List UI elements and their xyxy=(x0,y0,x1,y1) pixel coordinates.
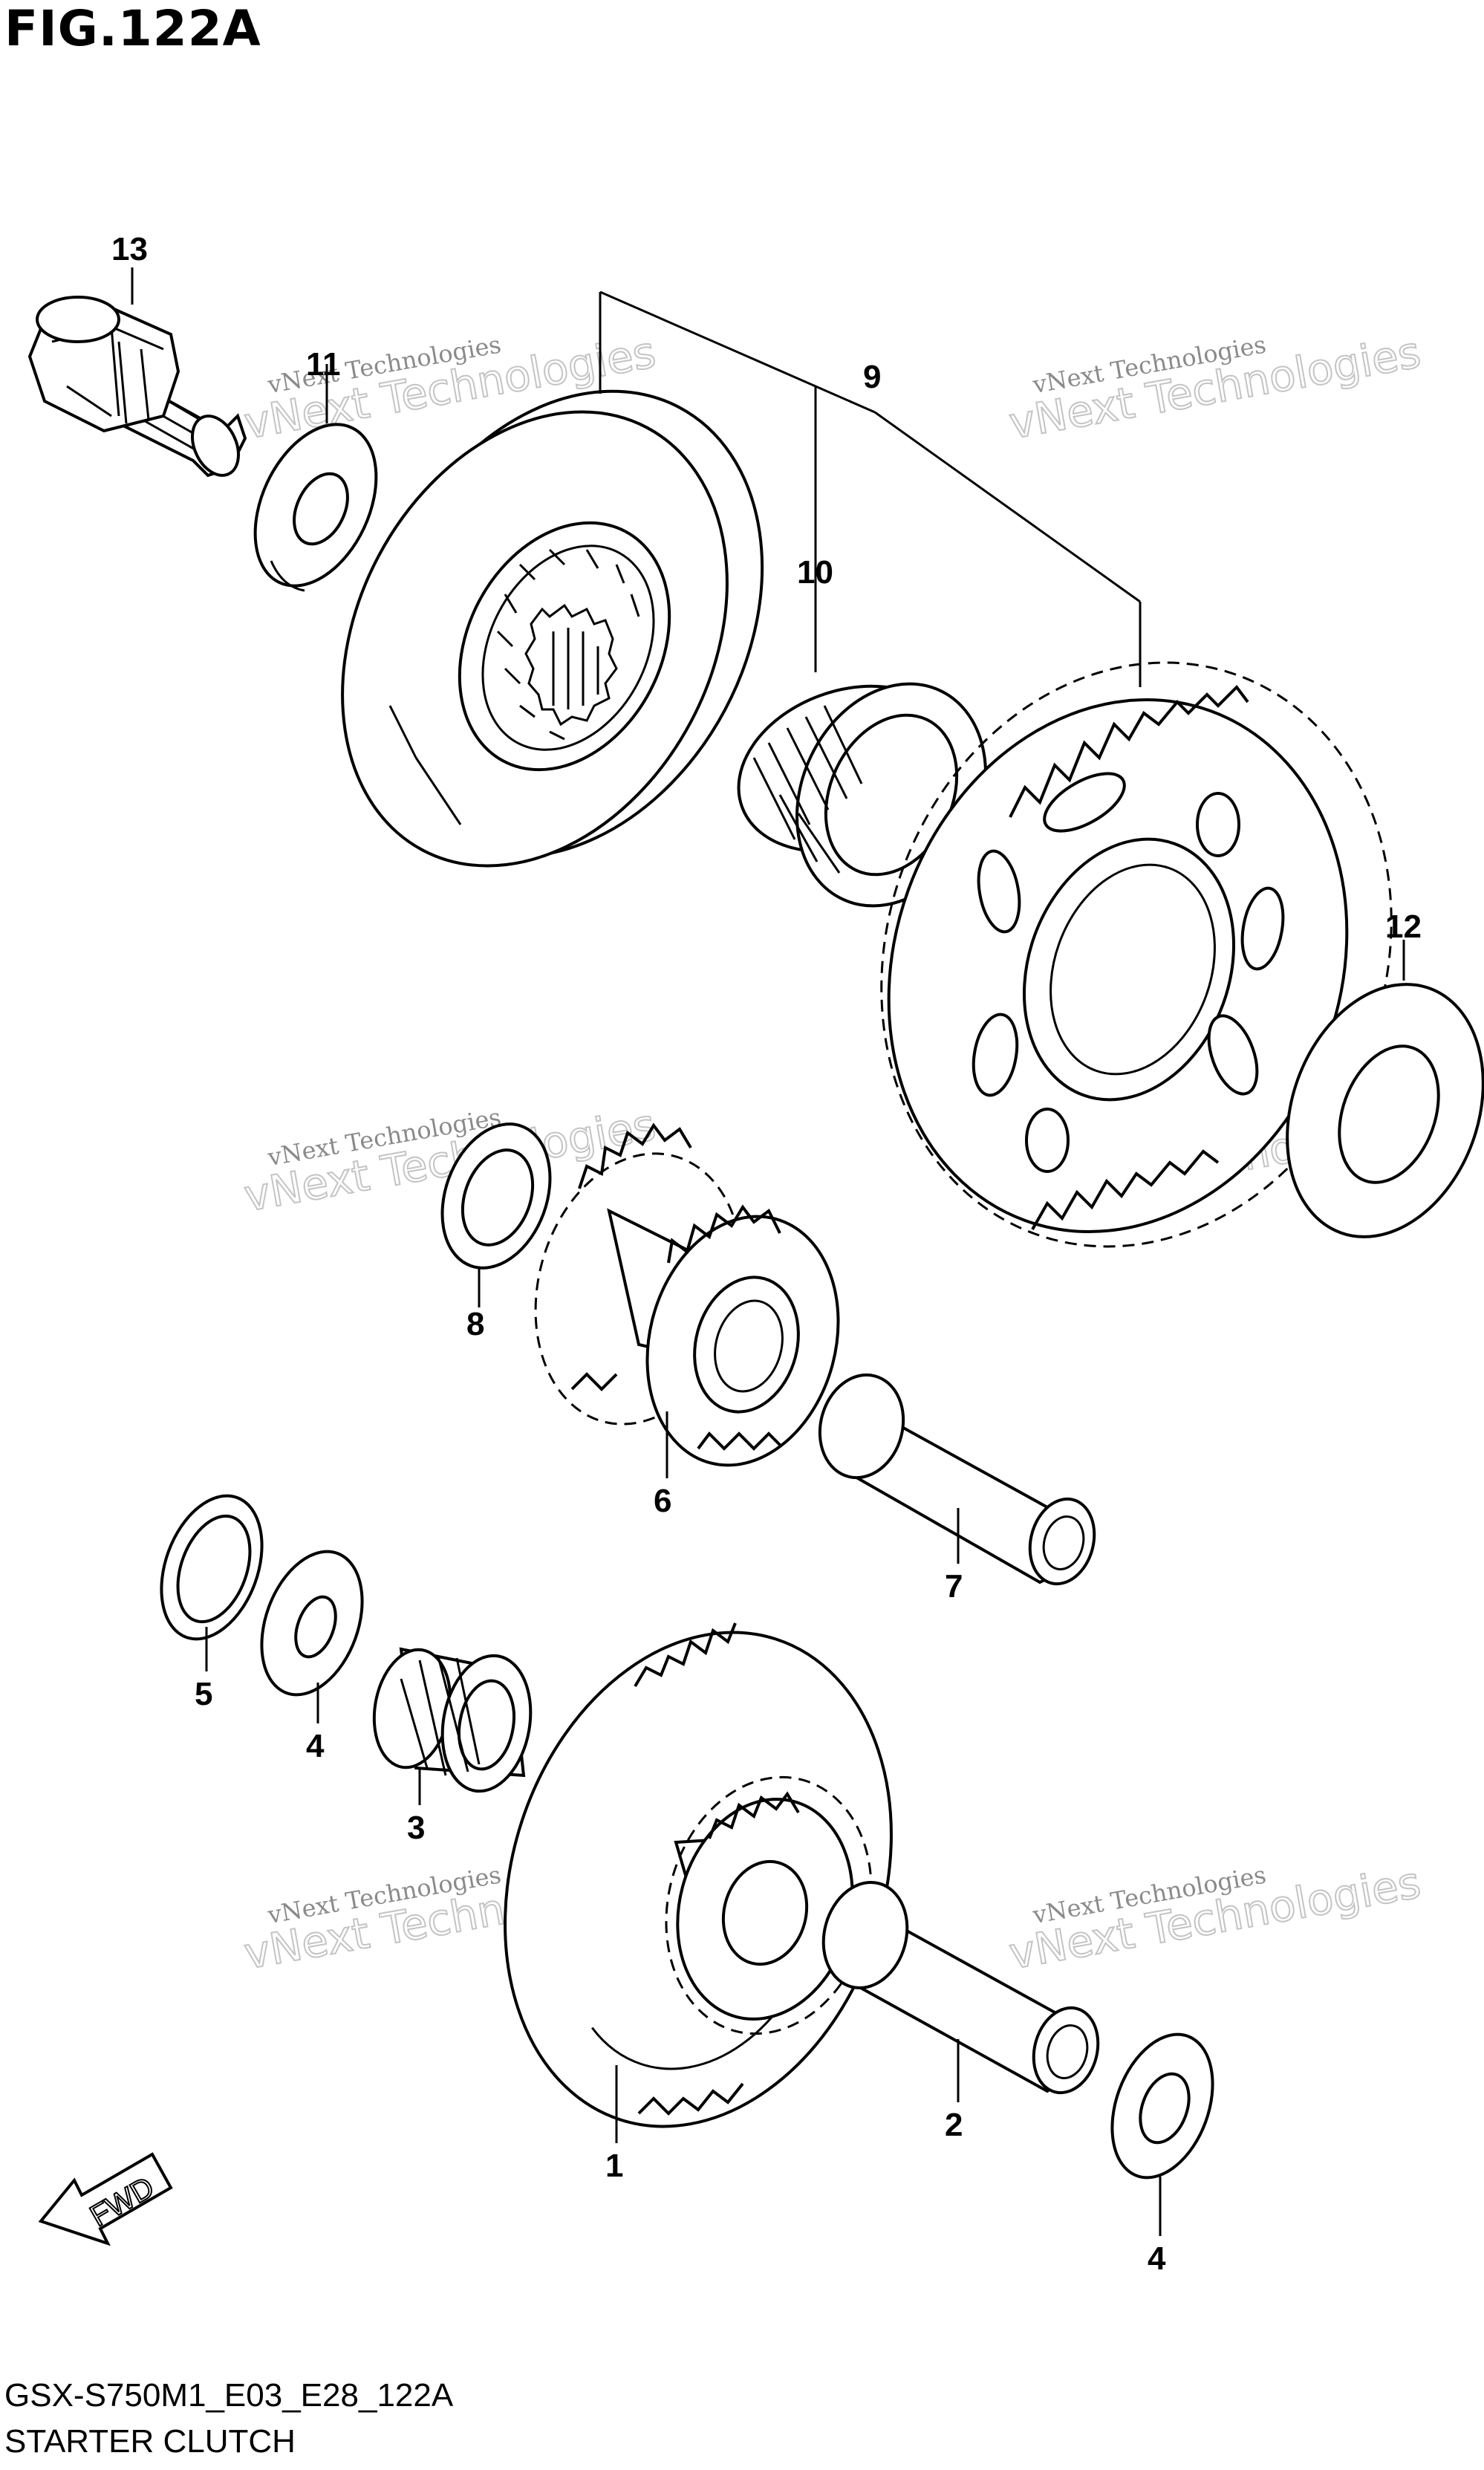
callout-6: 6 xyxy=(654,1483,671,1519)
gear-holes xyxy=(972,772,1285,1173)
clutch-rollers xyxy=(496,548,640,741)
leader-lines xyxy=(131,267,1405,2236)
part-4-washer-upper xyxy=(260,1550,364,1697)
callout-8: 8 xyxy=(466,1306,484,1342)
part-6-idle-gear xyxy=(534,1122,840,1467)
watermark: vNext Technologies vNext Technologies xyxy=(1005,326,1425,449)
part-3-needle-bearing xyxy=(372,1647,533,1793)
part-13-bolt xyxy=(27,296,247,478)
part-1-starter-gear xyxy=(504,1622,893,2128)
part-12-washer xyxy=(1286,983,1484,1238)
fwd-direction-arrow: FWD xyxy=(38,2152,173,2246)
watermark: vNext Technologies vNext Technologies xyxy=(1005,1856,1425,1980)
callout-7: 7 xyxy=(945,1568,963,1605)
figure-title: FIG.122A xyxy=(4,0,261,57)
part-9-clutch-housing xyxy=(341,389,764,868)
callout-labels: 13 11 9 10 12 8 6 7 5 4 3 1 2 4 xyxy=(111,231,1422,2277)
callout-10: 10 xyxy=(797,554,833,591)
model-code: GSX-S750M1_E03_E28_122A xyxy=(4,2377,454,2414)
part-5-washer xyxy=(160,1494,264,1641)
part-4-washer-lower xyxy=(1110,2032,1214,2180)
part-8-washer xyxy=(440,1122,552,1270)
callout-13: 13 xyxy=(111,231,148,267)
callout-9: 9 xyxy=(863,359,881,395)
part-2-shaft xyxy=(821,1881,1100,2095)
callout-1: 1 xyxy=(605,2148,623,2184)
starter-driven-gear xyxy=(880,661,1393,1248)
callout-2: 2 xyxy=(945,2107,963,2143)
callout-5: 5 xyxy=(195,1676,212,1712)
callout-4-upper: 4 xyxy=(306,1728,325,1764)
callout-12: 12 xyxy=(1385,909,1422,945)
section-name: STARTER CLUTCH xyxy=(4,2423,296,2460)
callout-3: 3 xyxy=(407,1810,425,1846)
part-7-shaft xyxy=(818,1373,1096,1586)
callout-4-lower: 4 xyxy=(1148,2240,1166,2277)
spline-teeth xyxy=(524,603,618,727)
part-11-washer xyxy=(253,423,378,592)
callout-11: 11 xyxy=(306,346,341,383)
